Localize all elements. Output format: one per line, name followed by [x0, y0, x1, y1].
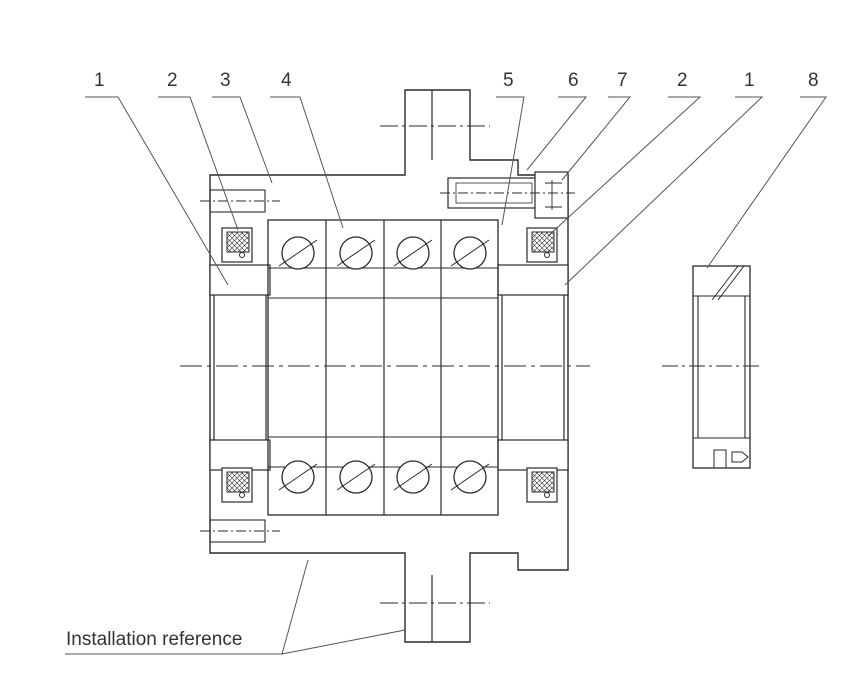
callout-1-left: 1 — [94, 70, 105, 91]
callout-6: 6 — [568, 70, 579, 91]
callout-5: 5 — [503, 70, 514, 91]
ball — [278, 460, 318, 494]
callout-2-right: 2 — [677, 70, 688, 91]
seal — [221, 467, 253, 503]
ball — [450, 460, 490, 494]
ball — [450, 236, 490, 270]
ball — [278, 236, 318, 270]
callout-1-right: 1 — [744, 70, 755, 91]
callout-4: 4 — [281, 70, 292, 91]
installation-reference-label: Installation reference — [66, 629, 242, 650]
seal — [526, 227, 558, 263]
ball — [393, 460, 433, 494]
callout-8: 8 — [808, 70, 819, 91]
housing-outline — [209, 89, 569, 643]
callout-2-left: 2 — [167, 70, 178, 91]
ball — [336, 236, 376, 270]
ball — [336, 460, 376, 494]
seal — [221, 227, 253, 263]
callout-3: 3 — [220, 70, 231, 91]
callout-7: 7 — [617, 70, 628, 91]
leader-lines — [65, 96, 827, 655]
seal — [526, 467, 558, 503]
ball — [393, 236, 433, 270]
